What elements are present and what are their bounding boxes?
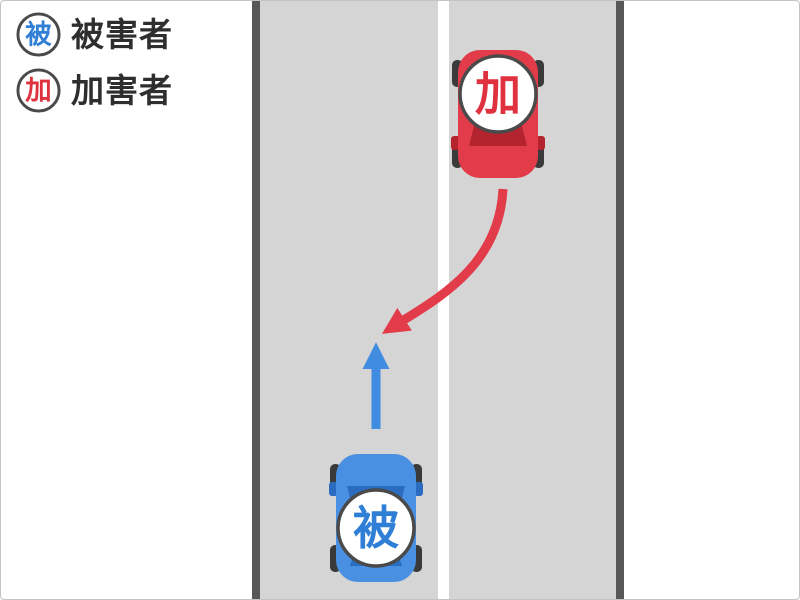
badge-ring (16, 68, 61, 113)
side-mirror (536, 136, 545, 150)
perpetrator-label: 加害者 (71, 72, 173, 109)
road-edge-left (252, 1, 260, 599)
badge-ring (336, 488, 416, 568)
lane-change-arrow (381, 188, 508, 334)
victim-label: 被害者 (71, 16, 173, 53)
legend-item-perpetrator: 加 加害者 (15, 67, 173, 114)
side-mirror (414, 482, 423, 496)
victim-badge-char: 被 (353, 502, 399, 554)
perpetrator-legend-char: 加 (25, 76, 51, 106)
side-mirror (451, 136, 460, 150)
victim-legend-char: 被 (25, 20, 52, 50)
victim-badge: 被 (336, 488, 416, 568)
badge-ring (16, 12, 61, 57)
victim-badge-icon: 被 (16, 12, 61, 57)
legend: 被 被害者 加 加害者 (15, 11, 173, 114)
side-mirror (329, 482, 338, 496)
lane-divider-line (438, 1, 449, 599)
perpetrator-badge: 加 (458, 54, 538, 134)
badge-ring (458, 54, 538, 134)
perpetrator-badge-char: 加 (475, 68, 521, 120)
perpetrator-badge-icon: 加 (16, 68, 61, 113)
legend-item-victim: 被 被害者 (15, 11, 173, 58)
road-edge-right (616, 1, 624, 599)
